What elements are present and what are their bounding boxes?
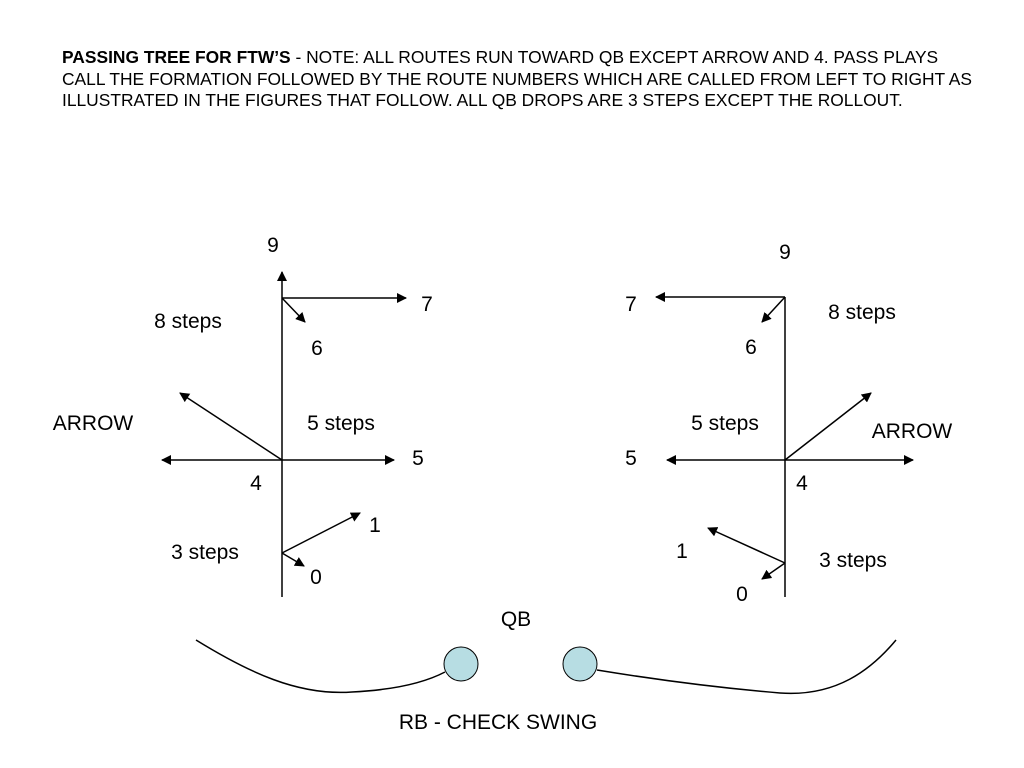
right-8-steps-label: 8 steps — [828, 301, 896, 324]
left-route-1-label: 1 — [369, 514, 381, 537]
right-route-6-label: 6 — [745, 336, 757, 359]
left-5-steps-label: 5 steps — [307, 412, 375, 435]
right-route-5-label: 5 — [625, 447, 637, 470]
right-arrow-route-line — [784, 392, 872, 461]
left-route-7-label: 7 — [421, 293, 433, 316]
left-route-0-label: 0 — [310, 566, 322, 589]
right-rb-swing-curve — [596, 639, 897, 695]
right-arrow-label: ARROW — [872, 420, 953, 443]
left-arrow-label: ARROW — [53, 412, 134, 435]
intro-heading: PASSING TREE FOR FTW’S — [62, 47, 291, 67]
right-route-0-label: 0 — [736, 583, 748, 606]
left-route-0-line — [281, 552, 305, 567]
left-route-1-line — [281, 512, 361, 554]
right-route-4-label: 4 — [796, 472, 808, 495]
qb-label: QB — [501, 608, 531, 631]
left-route-9-label: 9 — [267, 234, 279, 257]
left-arrow-route-line — [179, 392, 283, 461]
intro-body: - NOTE: ALL ROUTES RUN TOWARD QB EXCEPT … — [62, 47, 972, 110]
right-route-tree — [655, 292, 914, 597]
right-route-9-label: 9 — [779, 241, 791, 264]
intro-note: PASSING TREE FOR FTW’S - NOTE: ALL ROUTE… — [62, 47, 972, 112]
left-route-tree — [161, 271, 407, 597]
left-rb-swing-curve — [195, 639, 446, 694]
right-route-0-line — [761, 562, 786, 580]
left-3-steps-label: 3 steps — [171, 541, 239, 564]
right-route-1-label: 1 — [676, 540, 688, 563]
left-8-steps-label: 8 steps — [154, 310, 222, 333]
right-route-6-line — [761, 296, 786, 323]
left-back-player — [443, 646, 479, 682]
right-back-player — [562, 646, 598, 682]
right-3-steps-label: 3 steps — [819, 549, 887, 572]
left-route-6-line — [281, 297, 306, 323]
left-route-5-label: 5 — [412, 447, 424, 470]
left-route-4-label: 4 — [250, 472, 262, 495]
rb-check-swing-label: RB - CHECK SWING — [399, 711, 597, 734]
left-route-6-label: 6 — [311, 337, 323, 360]
right-route-7-label: 7 — [625, 293, 637, 316]
right-route-1-line — [707, 527, 786, 564]
right-5-steps-label: 5 steps — [691, 412, 759, 435]
